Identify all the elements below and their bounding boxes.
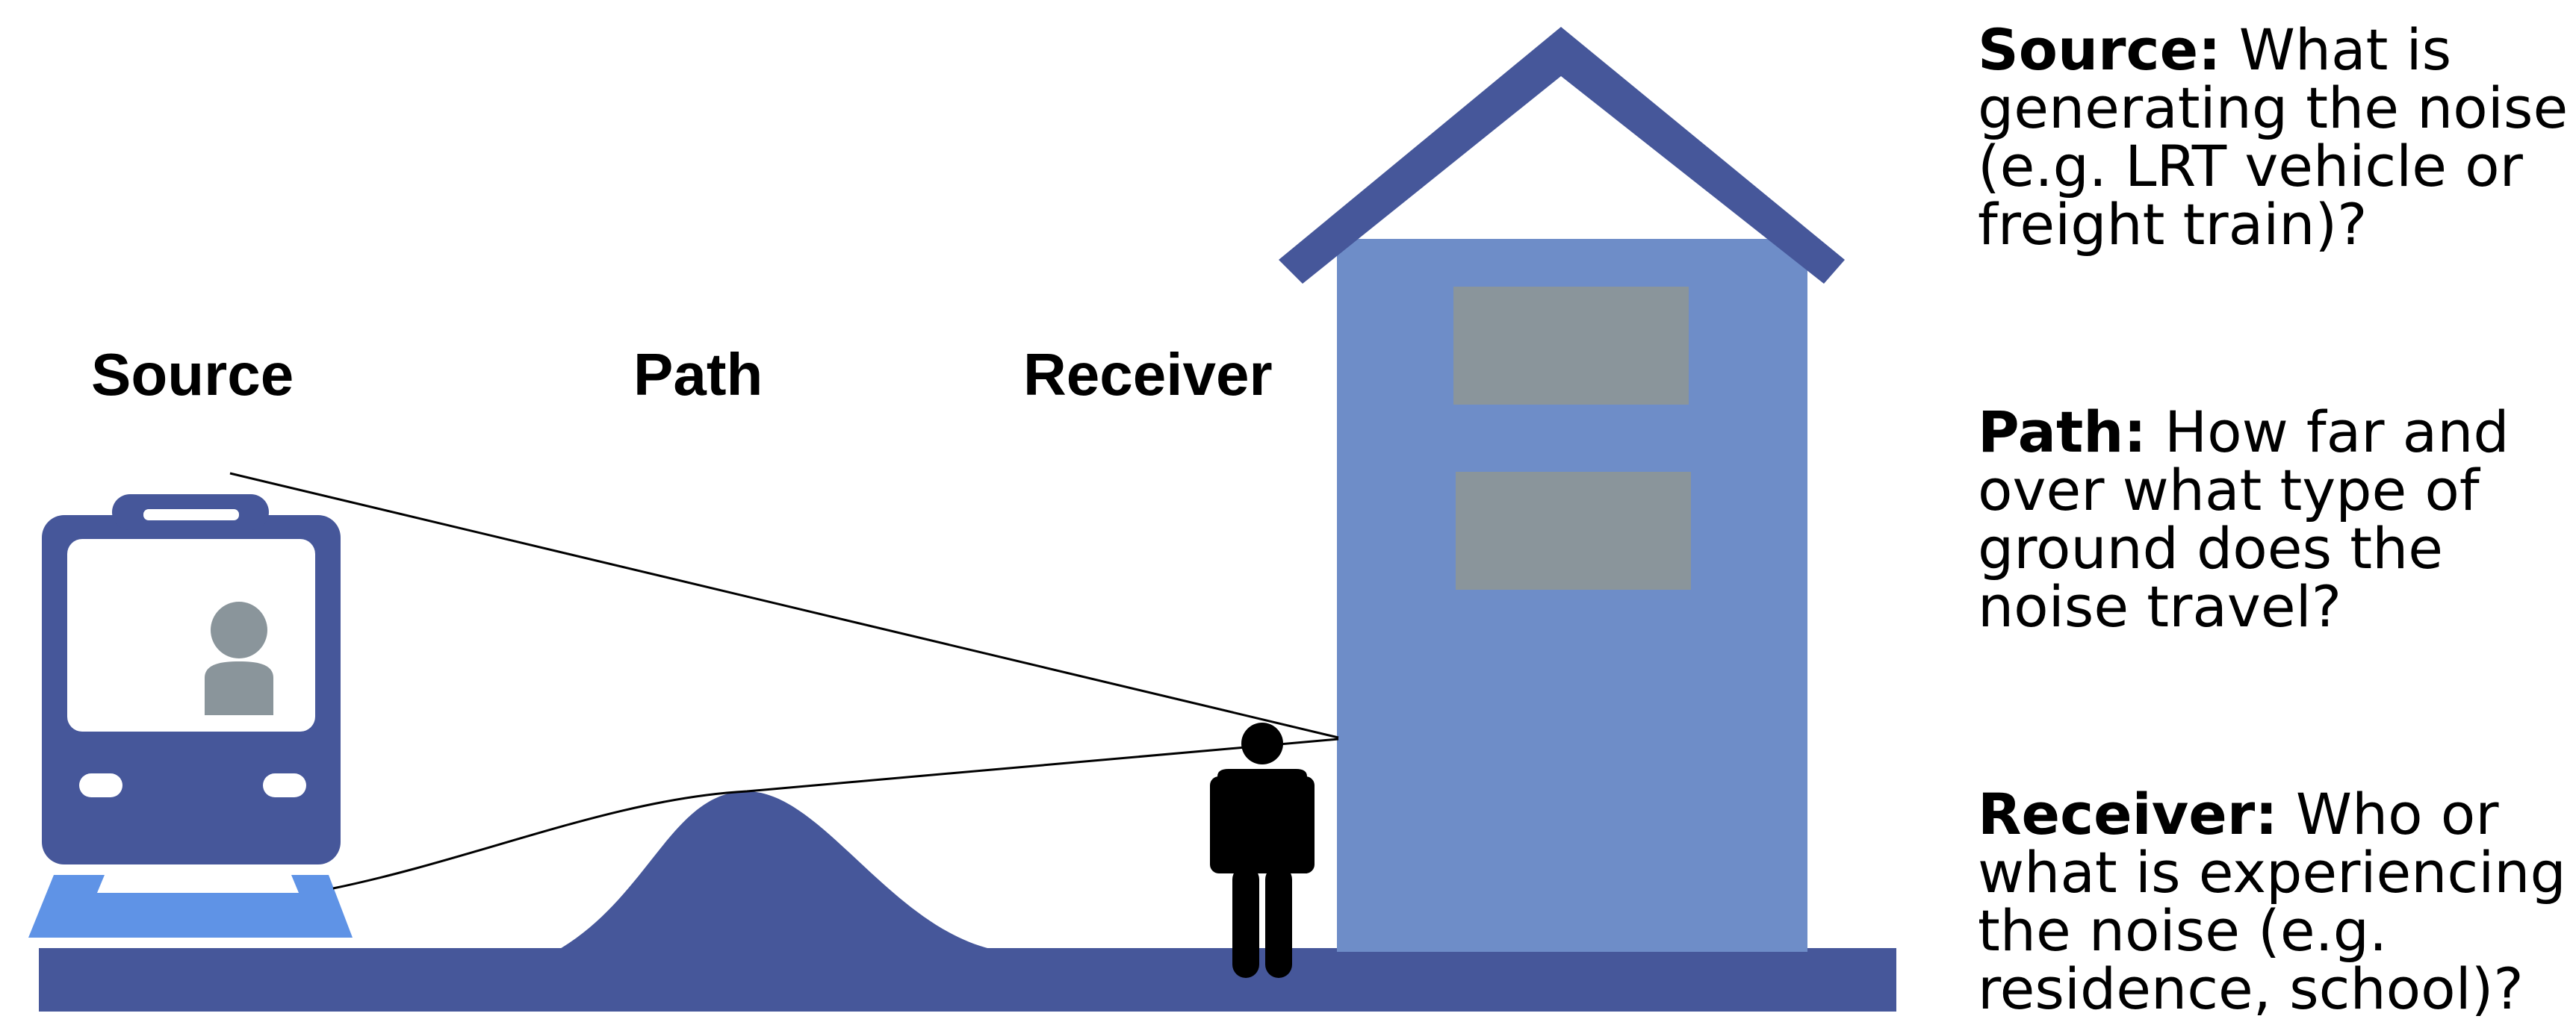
person-icon: [1210, 723, 1315, 978]
source-term: Source:: [1978, 16, 2221, 83]
source-description: Source: What is generating the noise (e.…: [1978, 21, 2575, 254]
house-icon: [1279, 27, 1845, 952]
ground: [39, 948, 1896, 1012]
receiver-description: Receiver: Who or what is experiencing th…: [1978, 785, 2575, 1018]
path-label: Path: [633, 345, 763, 405]
source-label: Source: [91, 345, 294, 405]
hill-icon: [559, 791, 993, 950]
receiver-term: Receiver:: [1978, 781, 2278, 847]
track-icon: [28, 875, 353, 938]
house-window-upper: [1453, 287, 1689, 405]
direct-sound-line: [230, 473, 1338, 738]
receiver-label: Receiver: [1023, 345, 1273, 405]
path-term: Path:: [1978, 399, 2147, 465]
path-description: Path: How far and over what type of grou…: [1978, 403, 2575, 636]
train-icon: [42, 494, 341, 864]
house-window-lower: [1456, 472, 1691, 590]
